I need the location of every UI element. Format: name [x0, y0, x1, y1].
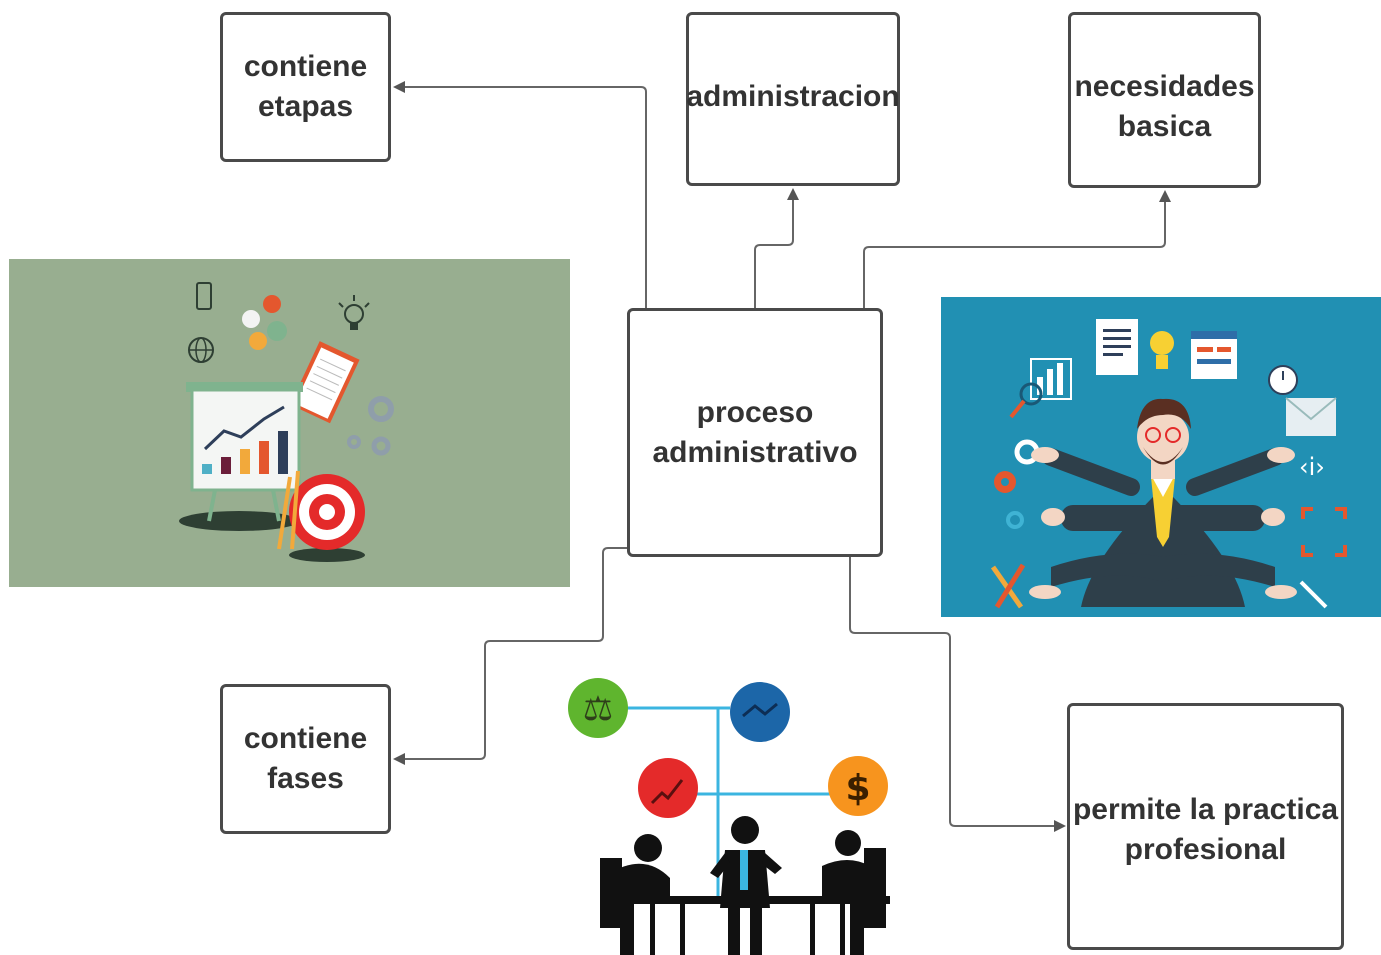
node-fases: contiene fases: [220, 684, 391, 834]
node-fases-line1: contiene: [243, 722, 368, 755]
node-center: proceso administrativo: [627, 308, 883, 557]
planning-icon: [179, 282, 394, 562]
node-center-line2: administrativo: [652, 435, 858, 469]
svg-text:‹i›: ‹i›: [1299, 453, 1325, 481]
svg-text:⚖: ⚖: [583, 689, 613, 729]
planning-illustration: [9, 259, 570, 587]
meeting-icon: ⚖ $: [568, 678, 890, 955]
multitasking-illustration: ‹i›: [941, 297, 1381, 617]
node-practica-line1: permite la practica: [1072, 793, 1339, 826]
node-administracion-line1: administracion: [686, 80, 900, 113]
multitasking-icon: ‹i›: [990, 319, 1347, 609]
node-necesidades-line1: necesidades: [1074, 70, 1255, 103]
node-etapas-line1: contiene: [243, 50, 368, 83]
node-practica: permite la practica profesional: [1067, 703, 1344, 950]
connector-practica: [849, 557, 1066, 832]
meeting-illustration: ⚖ $: [560, 668, 900, 955]
node-necesidades-line2: basica: [1117, 110, 1212, 143]
node-etapas-line2: etapas: [257, 90, 354, 123]
node-necesidades: necesidades basica: [1068, 12, 1261, 188]
node-practica-line2: profesional: [1124, 833, 1287, 866]
node-fases-line2: fases: [267, 762, 344, 795]
connector-fases: [393, 547, 628, 765]
node-etapas: contiene etapas: [220, 12, 391, 162]
node-administracion: administracion: [686, 12, 900, 186]
svg-text:$: $: [845, 768, 870, 809]
connector-etapas: [393, 81, 647, 308]
connector-necesidades: [863, 190, 1171, 308]
connector-administracion: [754, 188, 799, 308]
node-center-line1: proceso: [696, 395, 814, 429]
